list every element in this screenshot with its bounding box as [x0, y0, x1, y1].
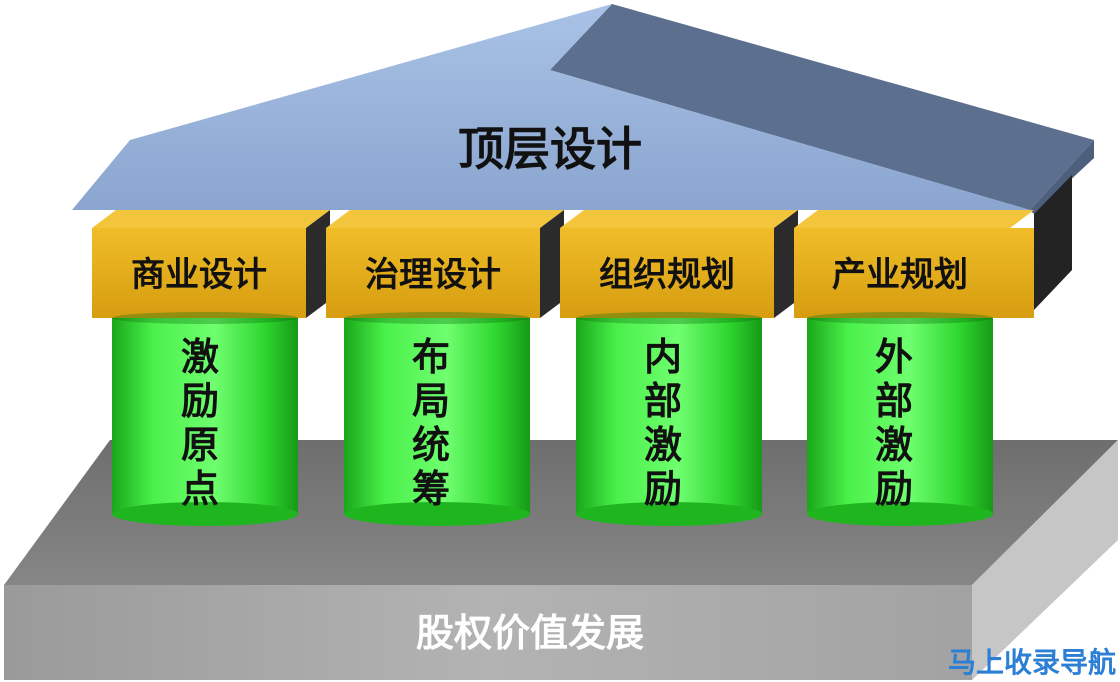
capital-label-3: 组织规划	[599, 255, 735, 295]
column-label-3: 内部激励	[644, 335, 682, 511]
capital-3	[560, 210, 798, 318]
column-4	[807, 312, 993, 526]
column-2	[344, 312, 530, 526]
columns-group	[112, 312, 993, 526]
base-label: 股权价值发展	[416, 611, 644, 655]
capital-label-1: 商业设计	[131, 255, 267, 295]
capital-2	[326, 210, 564, 318]
roof-title: 顶层设计	[458, 122, 642, 176]
column-1	[112, 312, 298, 526]
capital-1	[92, 210, 330, 318]
roof-back-slope	[550, 4, 1094, 210]
capitals-group	[92, 210, 1034, 318]
column-label-1: 激励原点	[181, 335, 219, 511]
capital-label-2: 治理设计	[365, 255, 501, 295]
column-label-2: 布局统筹	[412, 335, 450, 511]
roof-front-pediment	[72, 4, 1030, 210]
watermark-text: 马上收录导航	[948, 646, 1116, 679]
roof-side	[1030, 140, 1094, 214]
column-3	[576, 312, 762, 526]
base-side-face	[972, 440, 1118, 680]
capital-4	[794, 210, 1034, 318]
column-label-4: 外部激励	[875, 335, 913, 511]
base-front-face	[4, 585, 972, 680]
capital-label-4: 产业规划	[832, 255, 968, 295]
entablature-side	[1034, 175, 1072, 310]
